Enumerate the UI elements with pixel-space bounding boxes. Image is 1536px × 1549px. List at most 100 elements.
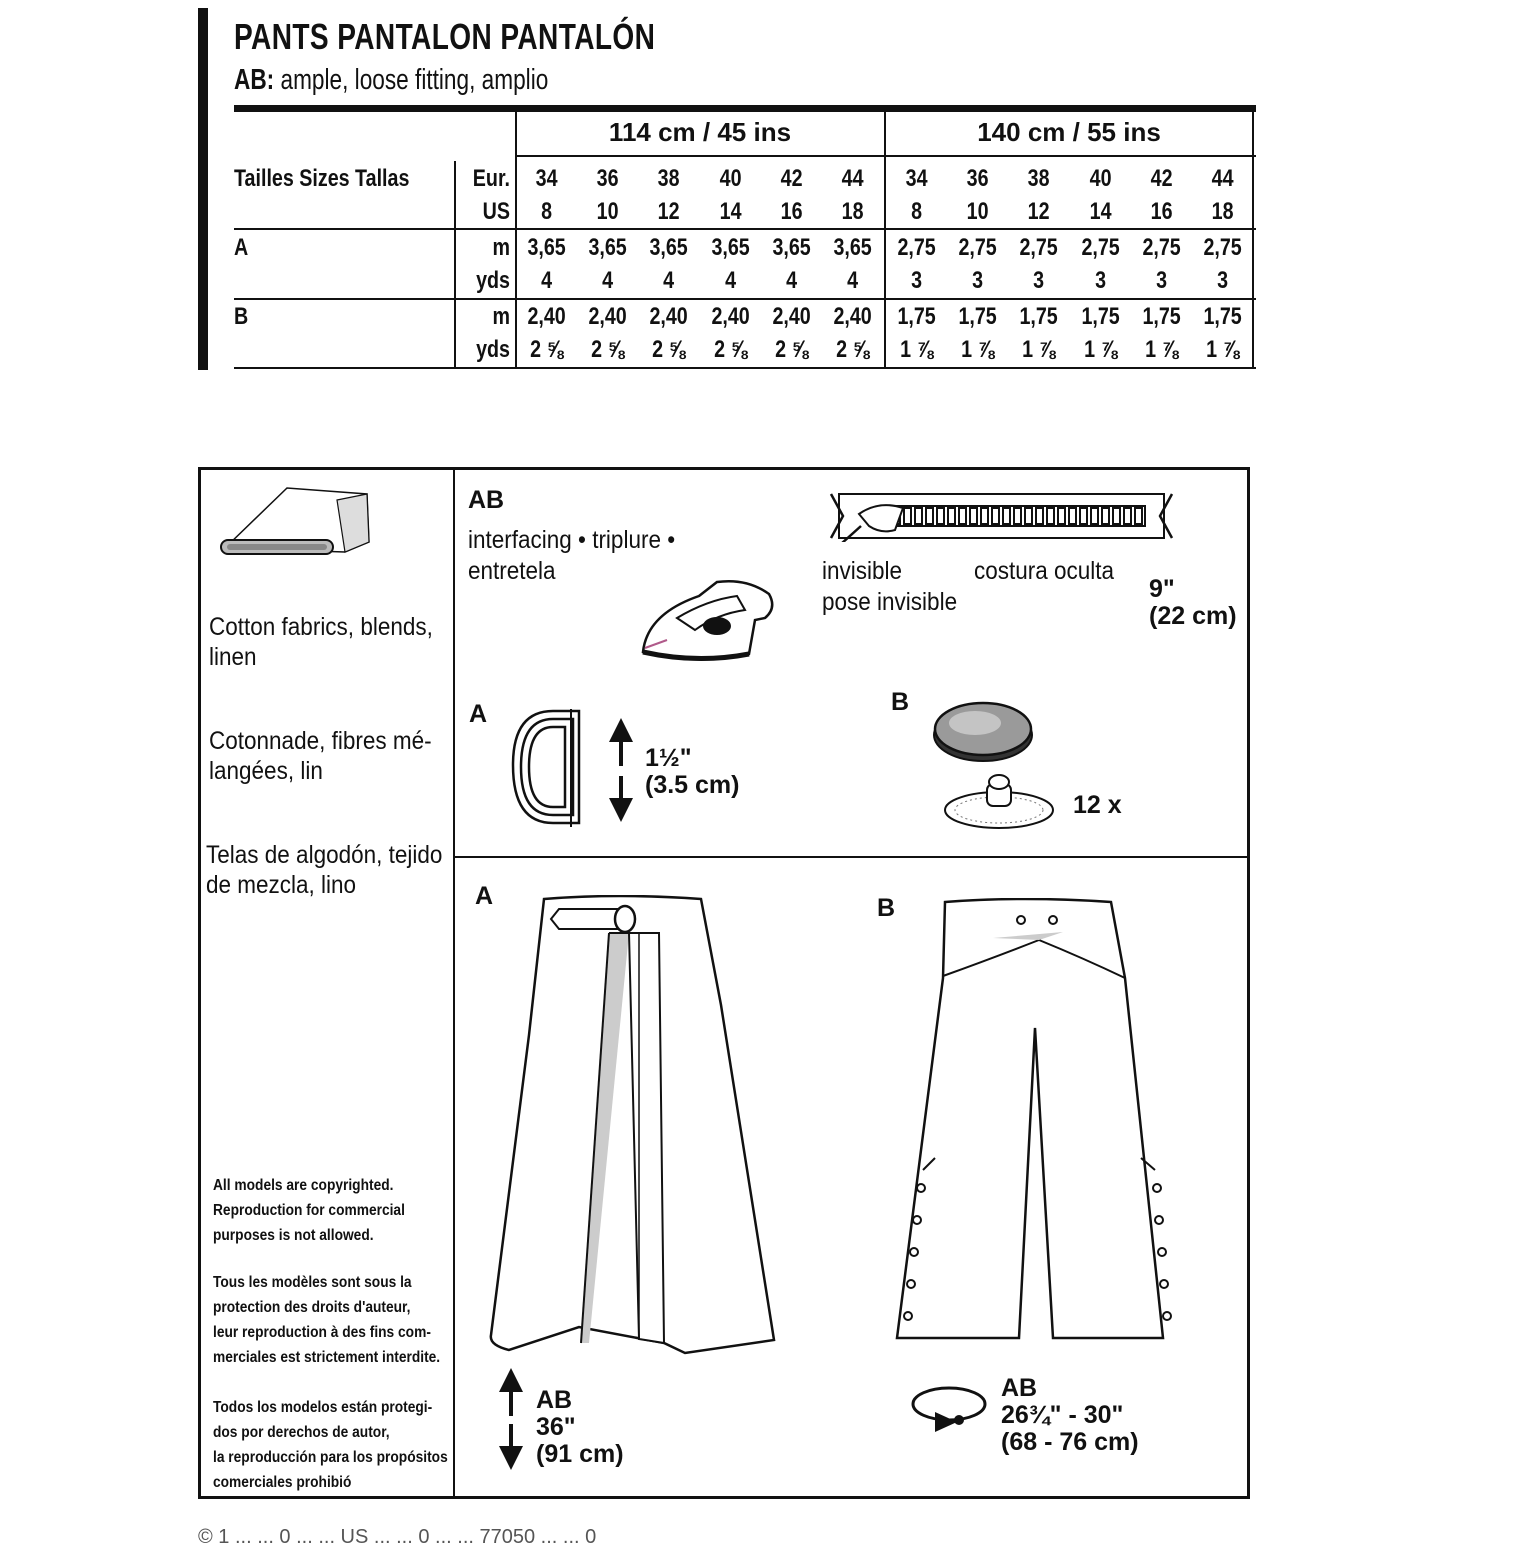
eur-size-cell: 36 [596,165,619,192]
yardage-cell: 1,75 [1081,303,1120,330]
yardage-cell: 2 ⅝ [530,336,564,363]
table-rule-bottom [234,367,1256,369]
notion-a-label: A [469,700,488,728]
ring-size: 1½"(3.5 cm) [645,744,740,799]
yardage-cell: 3,65 [527,234,566,261]
pants-a-drawing [489,895,776,1355]
page-subtitle: AB: ample, loose fitting, amplio [234,64,548,97]
us-size-cell: 12 [1028,198,1050,225]
copyright-es: Todos los modelos están protegi-dos por … [213,1399,448,1491]
us-size-cell: 8 [541,198,553,225]
yardage-cell: 2,75 [958,234,997,261]
table-top-bar [234,105,1256,112]
yardage-cell: 3 [972,267,984,294]
yardage-cell: 2,75 [1203,234,1242,261]
yardage-cell: 2,75 [1019,234,1059,261]
yardage-cell: 3 [911,267,923,294]
interfacing-text: interfacing • triplure •entretela [468,526,676,585]
yardage-cell: 4 [602,267,614,294]
unit-label: m [492,234,510,261]
yardage-cell: 2,75 [1081,234,1120,261]
width-header-140: 140 cm / 55 ins [977,117,1161,147]
yardage-cell: 3 [1033,267,1045,294]
yardage-cell: 1,75 [897,303,936,330]
yardage-cell: 4 [541,267,553,294]
eur-size-cell: 34 [535,165,558,192]
yardage-cell: 2 ⅝ [713,336,747,363]
us-size-cell: 14 [1089,198,1112,225]
yardage-cell: 3,65 [588,234,627,261]
box-divider-vertical [453,470,455,1496]
yardage-cell: 1 ⅞ [961,336,995,363]
table-rule [234,228,1256,230]
yardage-cell: 2 ⅝ [591,336,625,363]
view-code: AB: [234,64,275,96]
eur-size-cell: 44 [841,165,864,192]
yardage-cell: 2,75 [1142,234,1181,261]
eur-size-cell: 34 [905,165,928,192]
yardage-cell: 3,65 [772,234,811,261]
page-title: PANTS PANTALON PANTALÓN [234,16,656,57]
length-arrow-icon [499,1368,523,1470]
eur-size-cell: 42 [780,165,803,192]
unit-label: yds [476,336,510,363]
snap-socket-icon [944,774,1054,829]
us-size-cell: 16 [780,198,803,225]
zipper-text-right: costura oculta [974,557,1115,585]
us-size-cell: 10 [596,198,619,225]
yardage-cell: 2,40 [588,303,627,330]
eur-size-cell: 42 [1150,165,1173,192]
yardage-cell: 1 ⅞ [1206,336,1240,363]
yardage-cell: 1,75 [1019,303,1059,330]
view-b-label: B [877,894,896,922]
eur-size-cell: 40 [1089,165,1112,192]
width-header-114: 114 cm / 45 ins [608,117,792,147]
fabric-bolt-icon [220,487,370,555]
us-size-cell: 18 [1211,198,1234,225]
unit-label: m [492,303,510,330]
yardage-cell: 2,40 [833,303,872,330]
yardage-cell: 2 ⅝ [836,336,870,363]
yardage-cell: 3 [1217,267,1229,294]
waist-measure-icon [911,1386,987,1432]
header-rule [198,8,208,370]
table-rule [234,298,1256,300]
yardage-cell: 4 [785,267,797,294]
yardage-cell: 2,40 [711,303,750,330]
yardage-cell: 3,65 [649,234,689,261]
yardage-cell: 2,40 [527,303,566,330]
table-rule [516,155,1256,157]
yardage-cell: 1,75 [1142,303,1181,330]
yardage-cell: 3 [1094,267,1106,294]
snap-count: 12 x [1073,791,1122,819]
d-ring-icon [511,709,581,827]
yardage-cell: 1 ⅞ [1022,336,1056,363]
yardage-cell: 1 ⅞ [900,336,934,363]
yardage-cell: 2,75 [897,234,936,261]
yardage-cell: 3,65 [711,234,750,261]
us-size-cell: 8 [911,198,923,225]
view-a-label: A [475,882,494,910]
table-rule-vertical [1252,112,1254,369]
us-size-cell: 10 [966,198,989,225]
us-size-cell: 16 [1150,198,1173,225]
eur-size-cell: 38 [658,165,680,192]
unit-label: yds [476,267,510,294]
footer-text: © 1 ... ... 0 ... ... US ... ... 0 ... .… [198,1526,597,1548]
size-label: Tailles Sizes Tallas [234,165,410,192]
fit-description: ample, loose fitting, amplio [274,64,549,96]
yardage-cell: 1,75 [1203,303,1242,330]
notion-ab-label: AB [468,486,505,514]
yardage-cell: 2,40 [649,303,689,330]
copyright-en: All models are copyrighted.Reproduction … [213,1177,405,1244]
us-label: US [482,198,510,225]
ring-size-arrow-icon [609,718,633,822]
table-rule-vertical [515,112,517,369]
yardage-cell: 4 [847,267,859,294]
